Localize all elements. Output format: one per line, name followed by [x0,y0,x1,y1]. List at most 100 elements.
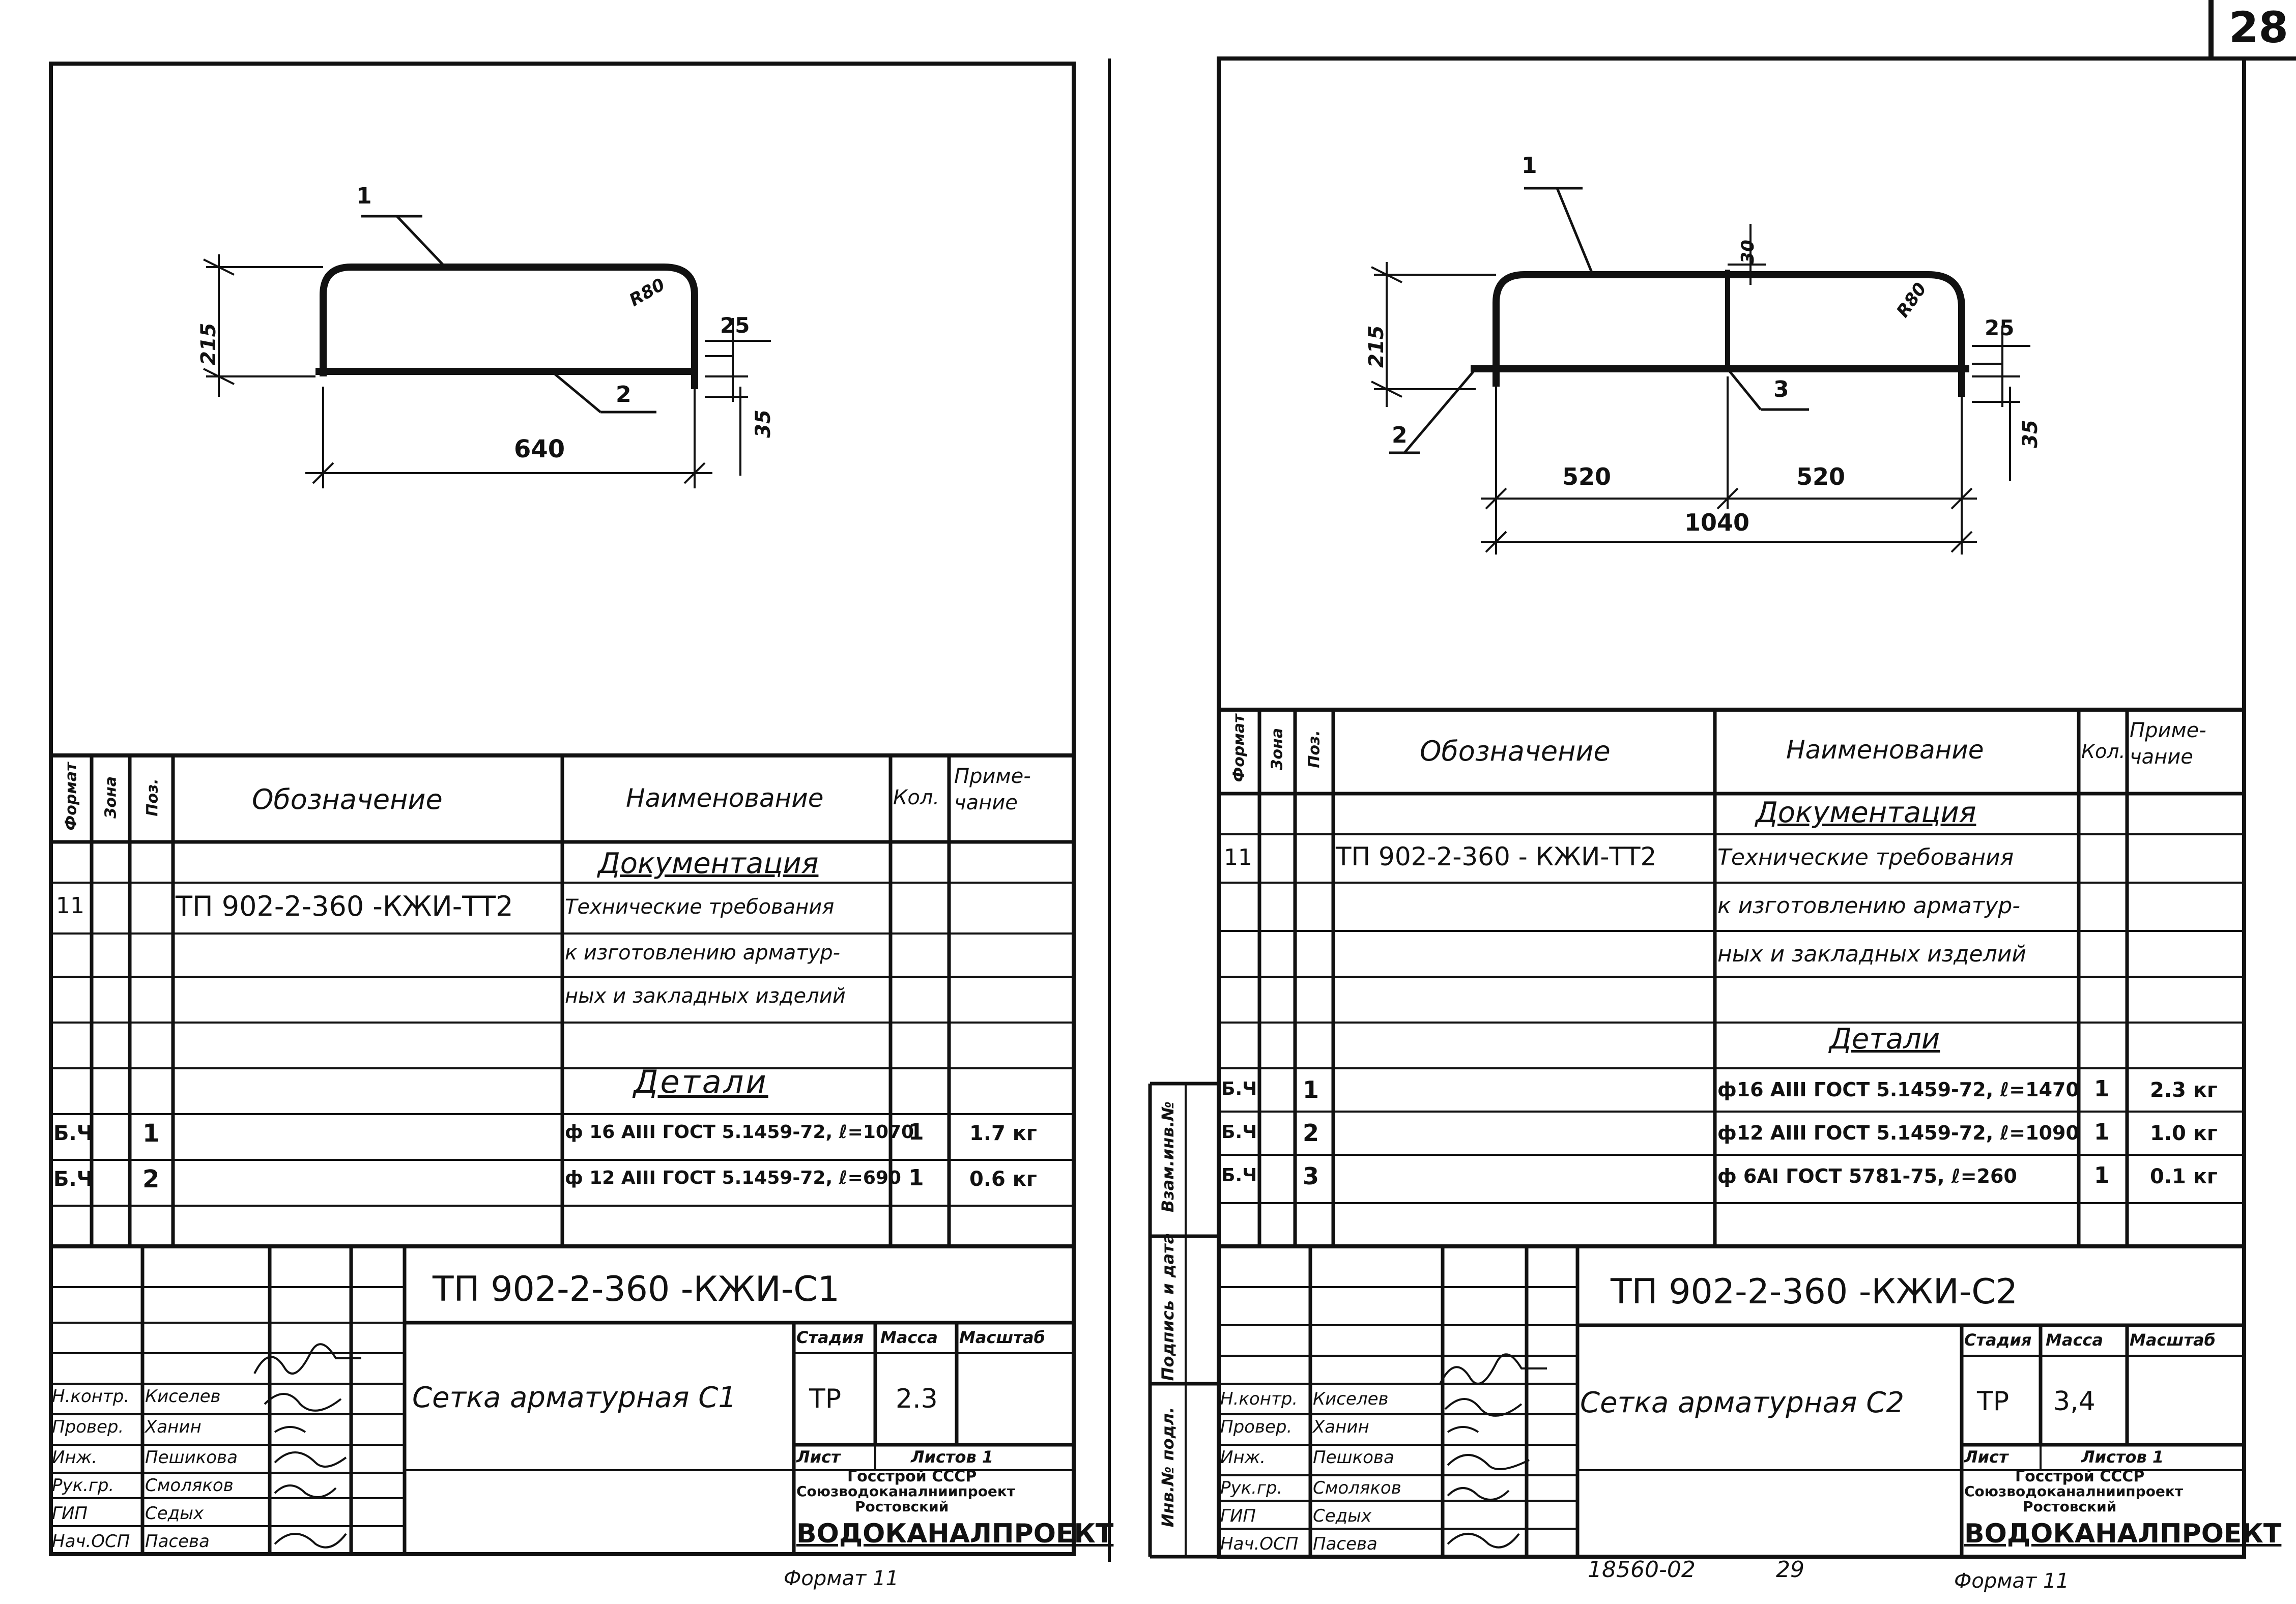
part2-qty: 1 [2094,1119,2110,1145]
mass-value: 2.3 [896,1384,938,1414]
sheets-count-label: Листов 1 [2081,1447,2164,1467]
section-documentation: Документация [1756,796,1976,829]
leader-pos-2: 2 [616,382,632,407]
part1-note: 1.7 кг [969,1122,1037,1145]
dim-height: 215 [197,323,220,366]
signer-name-5: Седых [1313,1506,1372,1526]
signer-role-4: Рук.гр. [52,1475,114,1496]
col-format-header: Формат [1230,714,1248,782]
leader-pos-1: 1 [1522,153,1537,179]
signer-name-2: Ханин [1313,1417,1369,1437]
stage-value: ТР [809,1384,842,1414]
scale-label: Масштаб [959,1328,1045,1347]
signer-name-3: Пешикова [145,1447,238,1468]
part2-note: 0.6 кг [969,1168,1037,1191]
side-label-inventory: Инв.№ подл. [1158,1407,1178,1528]
part3-format: Б.Ч [1221,1165,1257,1186]
footer-code: 18560-02 [1588,1557,1696,1583]
doc-designation: ТП 902-2-360 -КЖИ-ТТ2 [176,890,513,922]
part2-pos: 2 [142,1165,160,1193]
part3-qty: 1 [2094,1162,2110,1188]
scale-label: Масштаб [2130,1330,2216,1350]
dim-25: 25 [1985,315,2015,340]
footer-number: 29 [1776,1557,1804,1583]
col-note-header: Приме- чание [954,765,1031,814]
part2-pos: 2 [1303,1119,1319,1147]
side-label-replacement: Взам.инв.№ [1158,1101,1178,1213]
dim-30: 30 [1738,240,1758,264]
col-format-header: Формат [62,762,80,831]
signer-role-1: Н.контр. [52,1386,130,1407]
doc-name-line3: ных и закладных изделий [1717,941,2026,967]
col-pos-header: Поз. [1305,730,1324,768]
side-label-signature: Подпись и дата [1158,1233,1178,1381]
part3-name: ф 6АI ГОСТ 5781-75, ℓ=260 [1717,1165,2017,1187]
part2-name: ф12 АIII ГОСТ 5.1459-72, ℓ=1090 [1717,1122,2079,1144]
dim-height: 215 [1365,325,1388,368]
signer-name-1: Киселев [1313,1389,1389,1409]
signer-role-4: Рук.гр. [1220,1478,1283,1498]
dim-25: 25 [720,313,750,338]
doc-format: 11 [56,893,84,919]
part1-note: 2.3 кг [2150,1078,2218,1102]
dim-35: 35 [2019,420,2042,448]
org-line2: Союзводоканалниипроект [796,1483,1016,1500]
col-pos-header: Поз. [144,778,162,816]
sheet-label: Лист [796,1447,841,1467]
mass-label: Масса [2046,1330,2103,1350]
leader-pos-2: 2 [1392,422,1408,448]
org-line4: ВОДОКАНАЛПРОЕКТ [1964,1519,2282,1549]
doc-name-line2: к изготовлению арматур- [565,941,841,965]
signer-name-3: Пешкова [1313,1447,1394,1468]
doc-format: 11 [1224,844,1252,870]
signer-role-3: Инж. [52,1447,98,1468]
org-line4: ВОДОКАНАЛПРОЕКТ [796,1519,1114,1549]
part2-qty: 1 [908,1165,924,1191]
signer-role-6: Нач.ОСП [52,1531,130,1552]
mass-value: 3,4 [2053,1386,2096,1417]
part2-note: 1.0 кг [2150,1122,2218,1145]
drawing-code: ТП 902-2-360 -КЖИ-С1 [433,1269,840,1309]
signer-role-6: Нач.ОСП [1220,1534,1299,1554]
section-documentation: Документация [598,847,819,880]
part1-name: ф16 АIII ГОСТ 5.1459-72, ℓ=1470 [1717,1078,2079,1101]
org-line1: Госстрой СССР [847,1468,977,1485]
col-name-header: Наименование [626,783,824,813]
org-line3: Ростовский [2023,1498,2117,1515]
part2-name: ф 12 АIII ГОСТ 5.1459-72, ℓ=690 [565,1168,901,1188]
mass-label: Масса [880,1328,938,1347]
dim-half-1: 520 [1562,463,1612,490]
signer-name-4: Смоляков [1313,1478,1401,1498]
dim-35: 35 [752,410,775,438]
org-line1: Госстрой СССР [2015,1468,2145,1485]
signer-name-6: Пасева [145,1531,210,1552]
signer-role-5: ГИП [1220,1506,1256,1526]
stage-label: Стадия [796,1328,864,1347]
col-note-header: Приме- чание [2130,719,2206,769]
col-name-header: Наименование [1786,735,1984,765]
signer-role-3: Инж. [1220,1447,1266,1468]
leader-pos-3: 3 [1773,376,1789,402]
signer-role-5: ГИП [52,1503,88,1524]
part1-pos: 1 [1303,1076,1319,1103]
drawing-title: Сетка арматурная С1 [412,1381,736,1414]
drawing-title: Сетка арматурная С2 [1580,1386,1904,1419]
format-caption-right: Формат 11 [1954,1569,2069,1593]
sheets-count-label: Листов 1 [911,1447,994,1467]
part1-format: Б.Ч [1221,1078,1257,1099]
org-line2: Союзводоканалниипроект [1964,1483,2184,1500]
format-caption-left: Формат 11 [784,1567,899,1590]
doc-designation: ТП 902-2-360 - КЖИ-ТТ2 [1336,842,1657,871]
col-designation-header: Обозначение [252,783,443,815]
signer-name-4: Смоляков [145,1475,234,1496]
doc-name-line1: Технические требования [1717,844,2014,870]
signer-role-2: Провер. [1220,1417,1293,1437]
part1-qty: 1 [908,1119,924,1145]
dim-length: 640 [514,435,565,463]
signer-name-2: Ханин [145,1417,202,1437]
org-line3: Ростовский [855,1498,949,1515]
col-qty-header: Кол. [2081,740,2126,763]
col-zone-header: Зона [1268,728,1286,770]
doc-name-line2: к изготовлению арматур- [1717,893,2021,919]
